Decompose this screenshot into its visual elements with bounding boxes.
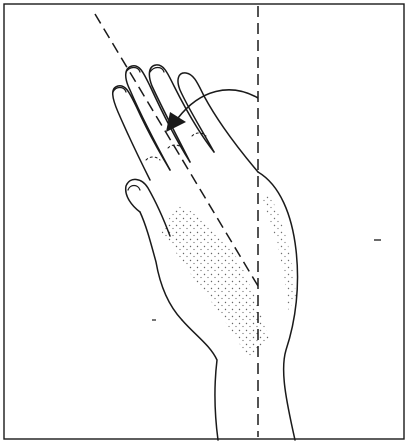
palm-edge-shading [262,192,296,310]
palm-shading [160,205,270,360]
